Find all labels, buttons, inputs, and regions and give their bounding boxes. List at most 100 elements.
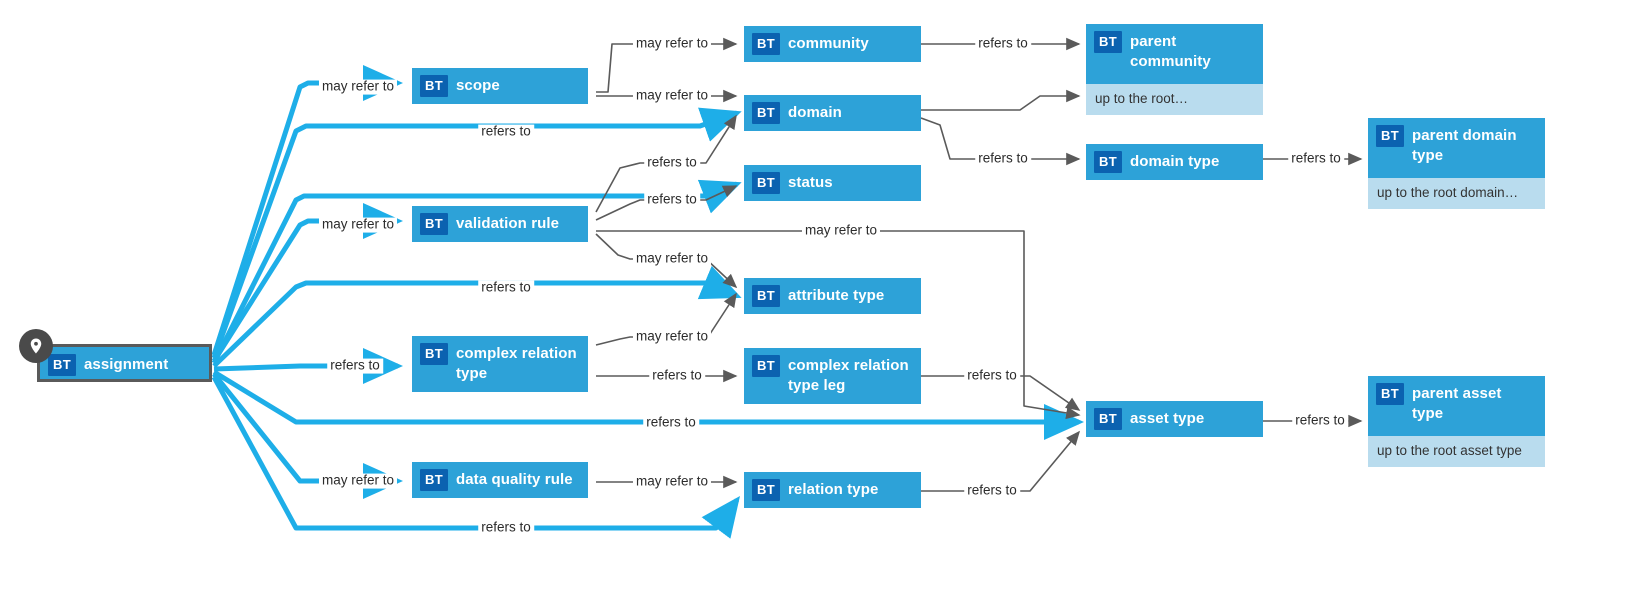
edge-label-lbl-complex-relation-type: refers to [327, 358, 383, 374]
edge-label-lbl-vr-domain: refers to [644, 155, 700, 171]
edge-assignment-domain [211, 107, 742, 359]
node-assignment[interactable]: BT assignment [37, 344, 212, 382]
edge-assignment-relation-type [211, 375, 740, 539]
business-term-badge: BT [752, 172, 780, 194]
node-status[interactable]: BT status [744, 165, 921, 201]
node-label: data quality rule [455, 471, 573, 488]
node-header: BT status [744, 165, 921, 201]
node-footer-note: up to the root asset type [1368, 436, 1545, 468]
node-validation-rule[interactable]: BT validation rule [412, 206, 588, 242]
node-header: BT assignment [40, 347, 209, 383]
node-label: validation rule [455, 215, 560, 232]
edge-label-lbl-data-quality-rule: may refer to [318, 473, 398, 489]
node-attribute-type[interactable]: BT attribute type [744, 278, 921, 314]
edge-label-lbl-scope: may refer to [318, 79, 398, 95]
node-domain[interactable]: BT domain [744, 95, 921, 131]
node-header: BT domain type [1086, 144, 1263, 180]
business-term-badge: BT [420, 75, 448, 97]
edge-label-lbl-crt-leg-asset-type: refers to [964, 368, 1020, 384]
node-label: complex relation type [455, 345, 577, 383]
business-term-badge: BT [752, 285, 780, 307]
edge-label-lbl-scope-domain: may refer to [632, 88, 712, 104]
node-header: BT domain [744, 95, 921, 131]
node-scope[interactable]: BT scope [412, 68, 588, 104]
edge-label-lbl-vr-asset-type: may refer to [801, 223, 881, 239]
edge-label-lbl-dqr-relation-type: may refer to [632, 474, 712, 490]
node-parent-asset-type[interactable]: BT parent asset type up to the root asset … [1368, 376, 1545, 468]
node-relation-type[interactable]: BT relation type [744, 472, 921, 508]
edge-relation-type-asset-type [921, 430, 1081, 492]
edge-crt-attribute-type [595, 292, 737, 346]
node-label: status [787, 174, 833, 191]
node-parent-domain-type[interactable]: BT parent domain type up to the root domai… [1368, 118, 1545, 210]
node-label: relation type [787, 481, 879, 498]
node-domain-type[interactable]: BT domain type [1086, 144, 1263, 180]
edge-label-lbl-asset-type-parent: refers to [1292, 413, 1348, 429]
node-label: scope [455, 77, 500, 94]
business-term-badge: BT [1376, 125, 1404, 147]
node-label: domain [787, 104, 842, 121]
edge-label-lbl-domain-domain-type: refers to [975, 151, 1031, 167]
edge-validation-rule-status [595, 185, 738, 221]
edge-label-lbl-vr-status: refers to [644, 192, 700, 208]
node-header: BT parent asset type [1368, 376, 1545, 436]
node-data-quality-rule[interactable]: BT data quality rule [412, 462, 588, 498]
edge-assignment-asset-type [212, 369, 1084, 440]
node-footer-note: up to the root… [1086, 84, 1263, 116]
business-term-badge: BT [1094, 31, 1122, 53]
node-label: domain type [1129, 153, 1220, 170]
node-label: assignment [83, 356, 169, 373]
node-complex-relation-type-leg[interactable]: BT complex relation type leg [744, 348, 921, 404]
edge-label-lbl-vr-attribute-type: may refer to [632, 251, 712, 267]
edge-assignment-attribute-type [212, 265, 742, 368]
business-term-badge: BT [48, 354, 76, 376]
node-header: BT community [744, 26, 921, 62]
node-header: BT validation rule [412, 206, 588, 242]
node-parent-community[interactable]: BT parent community up to the root… [1086, 24, 1263, 116]
edge-label-lbl-relation-type-asset-type: refers to [964, 483, 1020, 499]
edge-label-lbl-domain-type-parent: refers to [1288, 151, 1344, 167]
node-label: complex relation type leg [787, 357, 909, 395]
highlight-edges [211, 65, 1084, 539]
edge-label-lbl-community-parent: refers to [975, 36, 1031, 52]
edge-label-lbl-assignment-domain: refers to [478, 124, 534, 140]
edge-label-lbl-crt-leg: refers to [649, 368, 705, 384]
edge-label-lbl-validation-rule: may refer to [318, 217, 398, 233]
node-community[interactable]: BT community [744, 26, 921, 62]
edge-crt-leg-asset-type [921, 375, 1081, 411]
node-complex-relation-type[interactable]: BT complex relation type [412, 336, 588, 392]
node-label: parent community [1129, 33, 1211, 71]
node-footer-note: up to the root domain… [1368, 178, 1545, 210]
edge-label-lbl-crt-attribute-type: may refer to [632, 329, 712, 345]
node-label: parent domain type [1411, 127, 1517, 165]
business-term-badge: BT [1094, 151, 1122, 173]
business-term-badge: BT [420, 469, 448, 491]
business-term-badge: BT [752, 33, 780, 55]
business-term-badge: BT [752, 479, 780, 501]
edge-community-parent-footer [921, 89, 1081, 111]
node-header: BT parent community [1086, 24, 1263, 84]
business-term-badge: BT [1376, 383, 1404, 405]
node-header: BT scope [412, 68, 588, 104]
edge-label-lbl-assignment-asset-type: refers to [643, 415, 699, 431]
business-term-badge: BT [752, 102, 780, 124]
edge-label-lbl-assignment-relation-type: refers to [478, 520, 534, 536]
location-pin-icon [19, 329, 53, 363]
edge-assignment-status [211, 179, 742, 365]
business-term-badge: BT [420, 343, 448, 365]
node-label: parent asset type [1411, 385, 1502, 423]
edge-label-lbl-scope-community: may refer to [632, 36, 712, 52]
node-label: community [787, 35, 869, 52]
edge-validation-rule-attribute-type [595, 233, 738, 289]
edge-label-lbl-assignment-attribute-type: refers to [478, 280, 534, 296]
business-term-badge: BT [1094, 408, 1122, 430]
edge-validation-rule-domain [595, 114, 737, 213]
business-term-badge: BT [752, 355, 780, 377]
node-label: attribute type [787, 287, 885, 304]
business-term-badge: BT [420, 213, 448, 235]
node-header: BT complex relation type leg [744, 348, 921, 404]
node-header: BT complex relation type [412, 336, 588, 392]
